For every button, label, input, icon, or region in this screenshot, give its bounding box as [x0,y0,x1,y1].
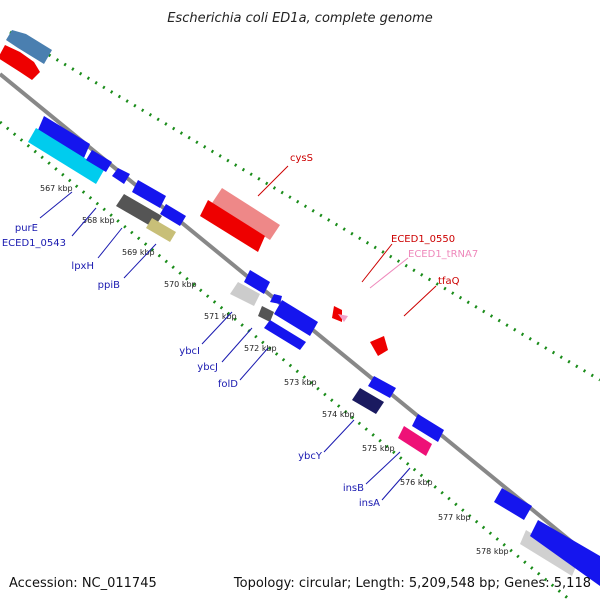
label-lpxH[interactable]: lpxH [71,261,94,272]
gene-578-blue[interactable] [530,520,600,586]
gene-578-light[interactable] [520,530,578,576]
tick-568: 568 kbp [82,216,115,225]
gene-ECED1-tRNA7[interactable] [338,314,348,322]
outer-dotted-track [9,30,600,382]
gene-ECED1-0543[interactable] [86,150,112,172]
tick-570: 570 kbp [164,280,197,289]
forward-label-leaders [257,165,437,317]
tick-574: 574 kbp [322,410,355,419]
label-ECED1-0543[interactable]: ECED1_0543 [2,238,66,249]
gene-ybcY[interactable] [352,388,384,414]
gene-lpxH[interactable] [112,168,130,184]
reverse-strand-genes [28,116,600,586]
tick-578: 578 kbp [476,547,509,556]
forward-labels: cysS ECED1_0550 ECED1_tRNA7 tfaQ [290,153,478,287]
gene-folD-lower[interactable] [264,320,306,350]
leader-insA [381,467,411,501]
gene-top-steelblue[interactable] [6,30,52,64]
gene-insB[interactable] [398,426,432,456]
reverse-labels: purE ECED1_0543 lpxH ppiB ybcI ybcJ folD… [2,223,380,509]
label-ECED1-tRNA7[interactable]: ECED1_tRNA7 [408,249,478,260]
leader-ECED1-0543 [71,207,97,237]
label-ybcY[interactable]: ybcY [298,451,323,462]
leader-cysS [257,165,289,197]
label-ybcI[interactable]: ybcI [179,346,200,357]
leader-lpxH [97,227,123,259]
leader-purE [39,191,73,219]
label-tfaQ[interactable]: tfaQ [438,276,460,287]
label-insA[interactable]: insA [359,498,380,509]
gene-ppiB-blue[interactable] [132,180,166,208]
leader-ybcJ [221,327,253,363]
page-title: Escherichia coli ED1a, complete genome [167,11,433,26]
gene-insB-blue[interactable] [412,414,444,442]
forward-strand-genes [0,30,388,356]
leader-ECED1-tRNA7 [369,257,409,289]
label-ECED1-0550[interactable]: ECED1_0550 [391,234,455,245]
leader-ppiB [123,243,157,279]
tick-571: 571 kbp [204,312,237,321]
gene-ybcI[interactable] [244,270,270,294]
gene-ybcI-light[interactable] [230,282,260,306]
gene-ppiB-dark[interactable] [116,194,162,228]
leader-ECED1-0550 [361,243,393,283]
leader-ybcI [201,311,233,345]
tick-575: 575 kbp [362,444,395,453]
gene-purE[interactable] [28,128,104,184]
tick-577: 577 kbp [438,513,471,522]
tick-567: 567 kbp [40,184,73,193]
kbp-ticks: 567 kbp 568 kbp 569 kbp 570 kbp 571 kbp … [40,184,509,556]
label-ppiB[interactable]: ppiB [98,280,120,291]
gene-ppiB-olive[interactable] [146,218,176,242]
gene-cysS[interactable] [200,200,265,252]
inner-dotted-track [0,120,571,600]
gene-ybcJ-dark[interactable] [258,306,274,322]
label-ybcJ[interactable]: ybcJ [197,362,218,373]
gene-forward-top[interactable] [0,45,40,80]
gene-block-569[interactable] [160,204,186,226]
tick-572: 572 kbp [244,344,277,353]
leader-tfaQ [403,285,437,317]
tick-569: 569 kbp [122,248,155,257]
leader-folD [239,347,269,381]
label-purE[interactable]: purE [15,223,38,234]
gene-purE-block[interactable] [38,116,90,158]
label-cysS[interactable]: cysS [290,153,313,164]
gene-ECED1-0550[interactable] [332,306,342,322]
gene-ybcJ-small[interactable] [270,294,282,304]
label-insB[interactable]: insB [343,483,364,494]
tick-576: 576 kbp [400,478,433,487]
leader-insB [365,451,401,485]
gene-tfaQ[interactable] [370,336,388,356]
label-folD[interactable]: folD [218,379,238,390]
leader-ybcY [323,419,355,453]
gene-ybcY-top[interactable] [368,376,396,398]
genome-summary-text: Topology: circular; Length: 5,209,548 bp… [233,576,591,591]
reverse-label-leaders [39,191,411,501]
accession-text: Accession: NC_011745 [9,576,157,591]
gene-cysS-light[interactable] [212,188,280,240]
gene-577-blue[interactable] [494,488,532,520]
tick-573: 573 kbp [284,378,317,387]
gene-folD[interactable] [274,300,318,336]
